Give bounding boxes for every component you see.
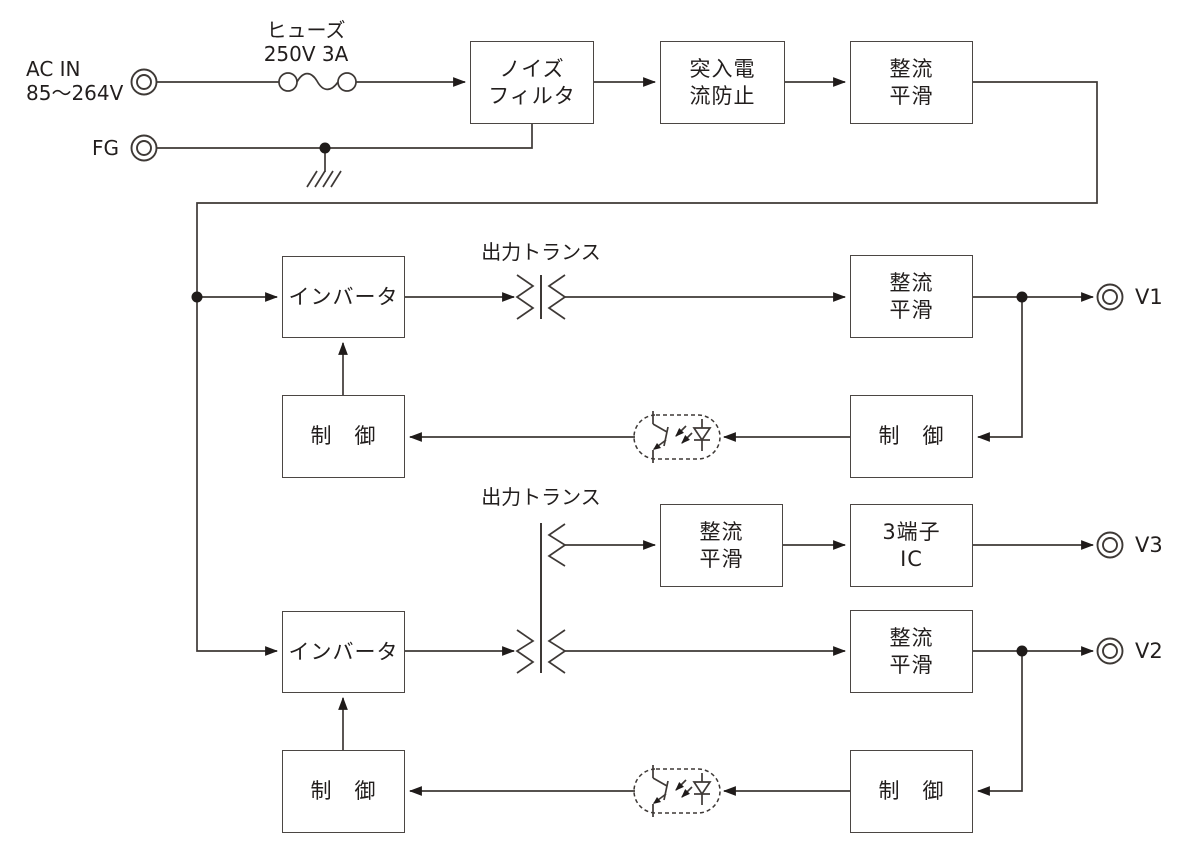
terminal-fg [130, 134, 158, 162]
fg-label: FG [92, 136, 120, 160]
rectifier-smoothing-v3-block: 整流 平滑 [660, 504, 783, 587]
wire-v1-feedback [976, 297, 1023, 442]
control-2-primary-block: 制 御 [282, 750, 405, 833]
rectifier-smoothing-v3-label: 整流 平滑 [699, 519, 744, 571]
control-2-secondary-label: 制 御 [878, 779, 945, 803]
ac-in-label: AC IN 85〜264V [26, 57, 124, 105]
wire-v2-feedback [976, 651, 1023, 796]
v1-label: V1 [1135, 285, 1163, 309]
rectifier-smoothing-v2-block: 整流 平滑 [850, 610, 973, 693]
control-1-secondary-block: 制 御 [850, 395, 973, 478]
control-2-secondary-block: 制 御 [850, 750, 973, 833]
inverter-2-label: インバータ [288, 639, 399, 664]
v2-label: V2 [1135, 639, 1163, 663]
junction-dot-v2 [1016, 645, 1028, 657]
three-terminal-ic-block: 3端子 IC [850, 504, 973, 587]
ground-icon [306, 148, 342, 188]
transformer1-label: 出力トランス [481, 240, 601, 264]
terminal-v3 [1096, 531, 1124, 559]
terminal-v2 [1096, 637, 1124, 665]
fuse-label: ヒューズ 250V 3A [263, 18, 349, 66]
v3-label: V3 [1135, 533, 1163, 557]
junction-dot-v1 [1016, 291, 1028, 303]
control-1-primary-block: 制 御 [282, 395, 405, 478]
three-terminal-ic-label: 3端子 IC [882, 519, 941, 571]
fuse-icon [278, 72, 357, 92]
transformer2-label: 出力トランス [481, 485, 601, 509]
control-1-secondary-label: 制 御 [878, 424, 945, 448]
rectifier-smoothing-v1-label: 整流 平滑 [889, 270, 934, 322]
rectifier-smoothing-v1-block: 整流 平滑 [850, 255, 973, 338]
noise-filter-block: ノイズ フィルタ [470, 41, 594, 124]
transformer2-icon [515, 523, 567, 674]
optocoupler-1-icon [633, 411, 721, 463]
control-2-primary-label: 制 御 [310, 779, 377, 803]
control-1-primary-label: 制 御 [310, 424, 377, 448]
junction-dot-fg [319, 142, 331, 154]
inrush-protection-block: 突入電 流防止 [660, 41, 785, 124]
optocoupler-2-icon [633, 765, 721, 817]
wire-fg [157, 124, 533, 149]
noise-filter-label: ノイズ フィルタ [488, 56, 576, 108]
inverter-2-block: インバータ [282, 611, 405, 693]
terminal-v1 [1096, 283, 1124, 311]
inrush-protection-label: 突入電 流防止 [689, 56, 756, 108]
terminal-ac-in [130, 68, 158, 96]
rectifier-smoothing-v2-label: 整流 平滑 [889, 625, 934, 677]
inverter-1-block: インバータ [282, 256, 405, 338]
wire-dc-bus [196, 81, 1098, 656]
rectifier-smoothing-top-block: 整流 平滑 [850, 41, 973, 124]
rectifier-smoothing-top-label: 整流 平滑 [889, 56, 934, 108]
inverter-1-label: インバータ [288, 284, 399, 309]
transformer1-icon [515, 274, 567, 320]
junction-dot-bus [191, 291, 203, 303]
